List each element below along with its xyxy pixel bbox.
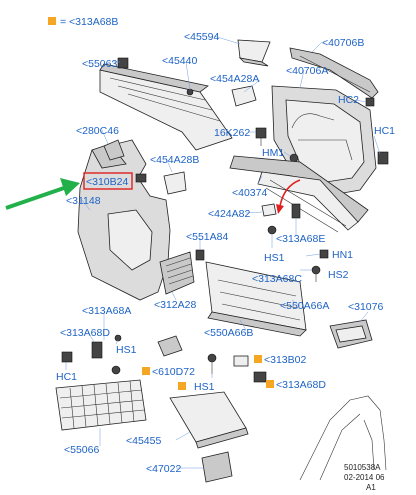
handle-610D72 (157, 335, 183, 357)
body-side-outline (299, 395, 387, 481)
nut-hn1 (319, 249, 329, 259)
label-310B24[interactable]: <310B24 (86, 176, 128, 188)
label-hs1-left[interactable]: HS1 (116, 344, 137, 356)
legend-text: = <313A68B (60, 16, 118, 28)
label-45594[interactable]: <45594 (184, 31, 219, 43)
leader-lines (65, 35, 381, 469)
label-550A66B[interactable]: <550A66B (204, 327, 253, 339)
legend-mark-hs1 (178, 382, 186, 390)
clip-16K262 (255, 127, 267, 146)
label-313A68D-right[interactable]: <313A68D (276, 379, 326, 391)
label-55066[interactable]: <55066 (64, 444, 99, 456)
cover-454A28B (163, 171, 187, 195)
load-space-cover (99, 57, 233, 151)
label-hc2[interactable]: HC2 (338, 94, 359, 106)
green-pointer-arrow (5, 178, 80, 210)
floor-mat-45455 (169, 391, 249, 449)
screw-hs1-bottom (207, 353, 217, 374)
label-hs2[interactable]: HS2 (328, 269, 349, 281)
legend-mark-313B02 (254, 355, 262, 363)
label-424A82[interactable]: <424A82 (208, 208, 250, 220)
label-55063[interactable]: <55063 (82, 58, 117, 70)
label-454A28B[interactable]: <454A28B (150, 154, 199, 166)
label-hs1-mid[interactable]: HS1 (264, 252, 285, 264)
label-16K262[interactable]: 16K262 (214, 127, 250, 139)
clip-310B24 (135, 173, 147, 183)
cover-454A28A (231, 85, 257, 107)
floor-panel-550A66 (205, 261, 307, 337)
reference-date: 02-2014 06 (344, 473, 385, 482)
bracket-313A68D-left (91, 334, 122, 375)
label-40706A[interactable]: <40706A (286, 65, 328, 77)
label-610D72[interactable]: <610D72 (152, 366, 195, 378)
scuff-plate-40374 (229, 155, 369, 233)
cover-424A82 (261, 203, 277, 217)
label-313A68C[interactable]: <313A68C (252, 273, 302, 285)
legend-swatch (48, 17, 56, 25)
label-312A28[interactable]: <312A28 (154, 299, 196, 311)
trim-piece-45594 (237, 39, 271, 67)
reference-sheet: A1 (366, 483, 376, 492)
label-40374[interactable]: <40374 (232, 187, 267, 199)
grille-312A28 (159, 251, 195, 295)
label-313A68D-left[interactable]: <313A68D (60, 327, 110, 339)
tray-47022 (201, 451, 233, 483)
reference-code: 5010538A (344, 463, 381, 472)
screw-hs2 (311, 265, 321, 282)
label-551A84[interactable]: <551A84 (186, 231, 228, 243)
trim-280C46 (103, 139, 125, 161)
clip-hc1-left (61, 351, 73, 363)
fastener-313A68E (267, 203, 301, 235)
label-313A68A[interactable]: <313A68A (82, 305, 131, 317)
label-550A66A[interactable]: <550A66A (280, 300, 329, 312)
label-31076[interactable]: <31076 (348, 301, 383, 313)
label-hn1[interactable]: HN1 (332, 249, 353, 261)
tailgate-trim-40706A (271, 85, 389, 197)
bracket-313B02 (233, 355, 267, 383)
legend-mark-610D72 (142, 367, 150, 375)
label-31148[interactable]: <31148 (66, 195, 101, 207)
label-313B02[interactable]: <313B02 (264, 354, 306, 366)
label-40706B[interactable]: <40706B (322, 37, 364, 49)
label-hc1-top[interactable]: HC1 (374, 125, 395, 137)
label-280C46[interactable]: <280C46 (76, 125, 119, 137)
label-45440[interactable]: <45440 (162, 55, 197, 67)
label-47022[interactable]: <47022 (146, 463, 181, 475)
label-hs1-bottom[interactable]: HS1 (194, 381, 215, 393)
label-hm1[interactable]: HM1 (262, 147, 284, 159)
cargo-net-55066 (55, 379, 147, 431)
legend-mark-313A68D (266, 380, 274, 388)
highlight-box-310B24 (83, 172, 133, 190)
label-hc1-left[interactable]: HC1 (56, 371, 77, 383)
spoiler-40706B (289, 47, 379, 99)
cover-31076 (329, 319, 373, 349)
label-45455[interactable]: <45455 (126, 435, 161, 447)
label-313A68E[interactable]: <313A68E (276, 233, 325, 245)
clip-551A84 (195, 249, 205, 261)
label-454A28A[interactable]: <454A28A (210, 73, 259, 85)
